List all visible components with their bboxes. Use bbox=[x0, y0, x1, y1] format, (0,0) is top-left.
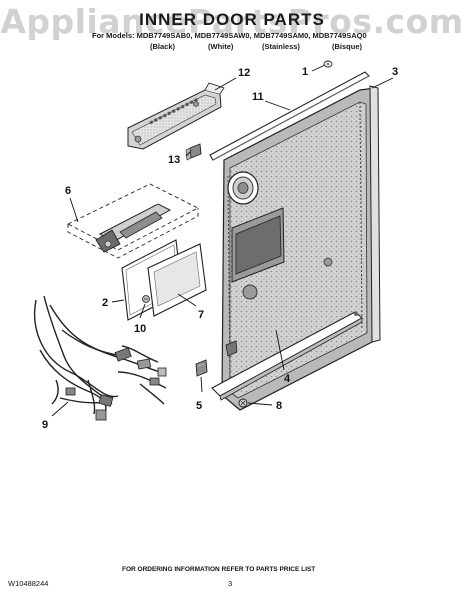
small-bracket bbox=[185, 143, 202, 161]
screw bbox=[142, 295, 150, 303]
callout-6: 6 bbox=[65, 185, 71, 197]
callout-7: 7 bbox=[198, 309, 204, 321]
callout-1: 1 bbox=[302, 66, 308, 78]
callout-11: 11 bbox=[252, 91, 264, 103]
bottom-screw bbox=[238, 398, 248, 408]
color-label-stainless: (Stainless) bbox=[262, 42, 300, 51]
callout-12: 12 bbox=[238, 67, 250, 79]
harness-connectors bbox=[65, 347, 167, 421]
bottom-door-strip bbox=[211, 311, 363, 401]
color-label-white: (White) bbox=[208, 42, 234, 51]
callout-9: 9 bbox=[42, 419, 48, 431]
leader-lines bbox=[51, 64, 394, 417]
callout-10: 10 bbox=[134, 323, 146, 335]
door-clip bbox=[195, 359, 208, 377]
callout-2: 2 bbox=[102, 297, 108, 309]
callout-4: 4 bbox=[284, 373, 291, 385]
ordering-note: FOR ORDERING INFORMATION REFER TO PARTS … bbox=[122, 566, 316, 573]
dispenser-module-group bbox=[66, 183, 199, 259]
callout-5: 5 bbox=[196, 400, 202, 412]
control-board bbox=[147, 243, 207, 317]
callout-13: 13 bbox=[168, 154, 180, 166]
page-title: INNER DOOR PARTS bbox=[139, 10, 325, 29]
models-line: For Models: MDB7749SAB0, MDB7749SAW0, MD… bbox=[92, 31, 367, 40]
color-label-bisque: (Bisque) bbox=[332, 42, 362, 51]
side-gasket bbox=[369, 85, 381, 343]
top-gasket-strip bbox=[209, 60, 370, 161]
callout-8: 8 bbox=[276, 400, 282, 412]
watermark: AppliancePartsPros.com bbox=[0, 2, 464, 41]
color-label-black: (Black) bbox=[150, 42, 176, 51]
page-number: 3 bbox=[228, 579, 233, 588]
callout-3: 3 bbox=[392, 66, 398, 78]
control-panel-assembly bbox=[127, 82, 225, 150]
document-number: W10488244 bbox=[8, 579, 49, 588]
